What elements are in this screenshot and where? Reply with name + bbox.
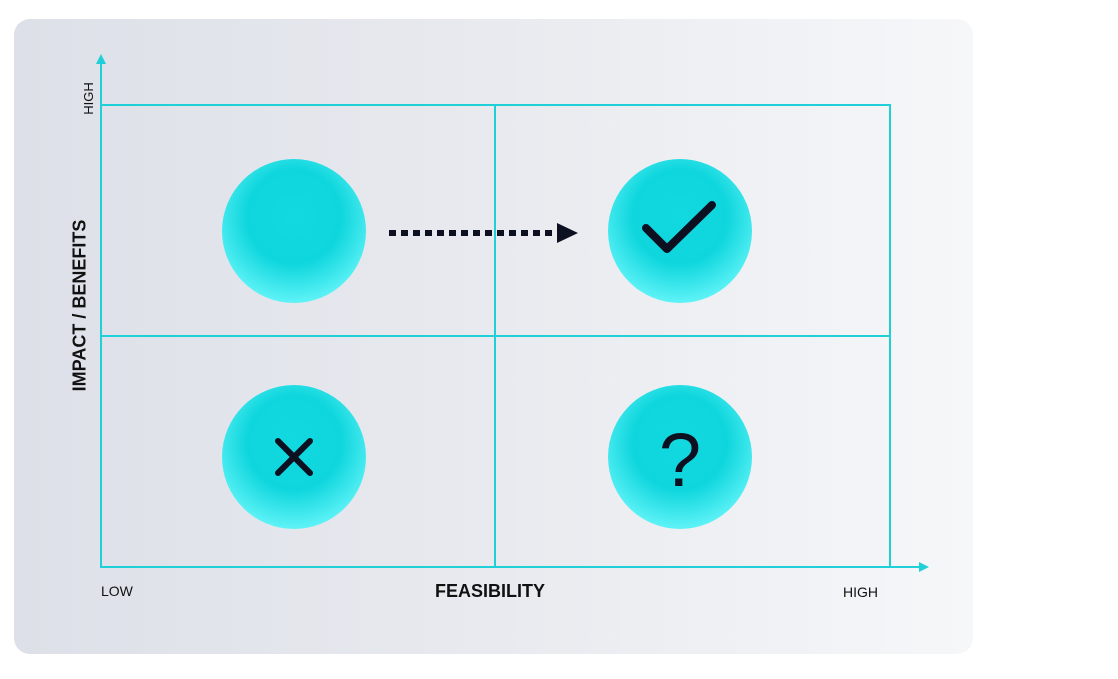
bottom-right-circle — [608, 385, 752, 529]
x-axis-low-label: LOW — [101, 583, 133, 599]
dotted-arrow-head-icon — [557, 223, 578, 243]
y-axis-arrowhead — [96, 54, 106, 64]
x-axis-title: FEASIBILITY — [435, 581, 546, 601]
x-axis-arrowhead — [919, 562, 929, 572]
checkmark-icon — [642, 201, 716, 253]
y-axis-high-label: HIGH — [80, 82, 96, 115]
cross-icon — [275, 438, 313, 476]
empty-circle-icon — [222, 159, 366, 303]
y-axis-title: IMPACT / BENEFITS — [69, 219, 90, 392]
question-mark-icon: ? — [659, 418, 701, 503]
x-axis-high-label: HIGH — [843, 584, 878, 600]
